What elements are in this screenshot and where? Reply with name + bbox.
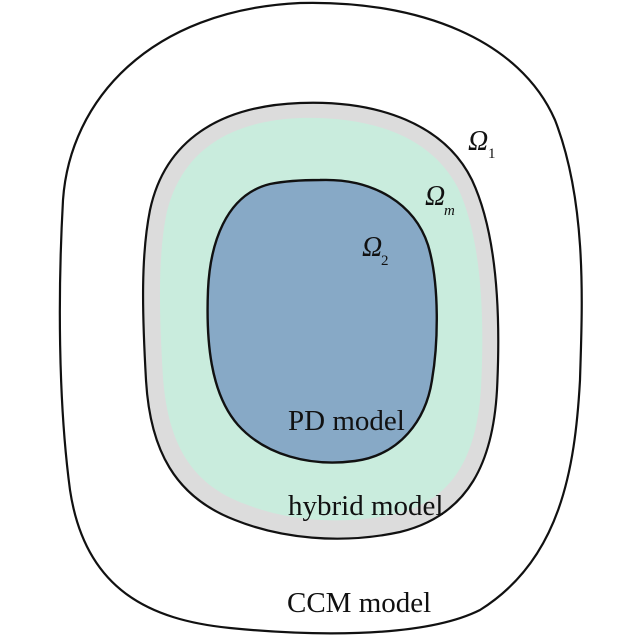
inner-boundary-omega-2	[206, 178, 438, 464]
omega-1-subscript: 1	[488, 146, 496, 162]
omega-m-symbol: Ω	[425, 181, 445, 212]
hybrid-model-label: hybrid model	[288, 490, 443, 522]
omega-2-label: Ω 2	[362, 232, 389, 269]
omega-m-subscript: m	[444, 203, 455, 219]
omega-2-subscript: 2	[381, 253, 389, 269]
ccm-model-label: CCM model	[287, 587, 431, 619]
pd-model-label: PD model	[288, 405, 405, 437]
omega-1-symbol: Ω	[468, 126, 488, 157]
omega-2-symbol: Ω	[362, 232, 382, 263]
omega-m-label: Ω m	[425, 181, 455, 219]
omega-1-label: Ω 1	[468, 126, 496, 162]
